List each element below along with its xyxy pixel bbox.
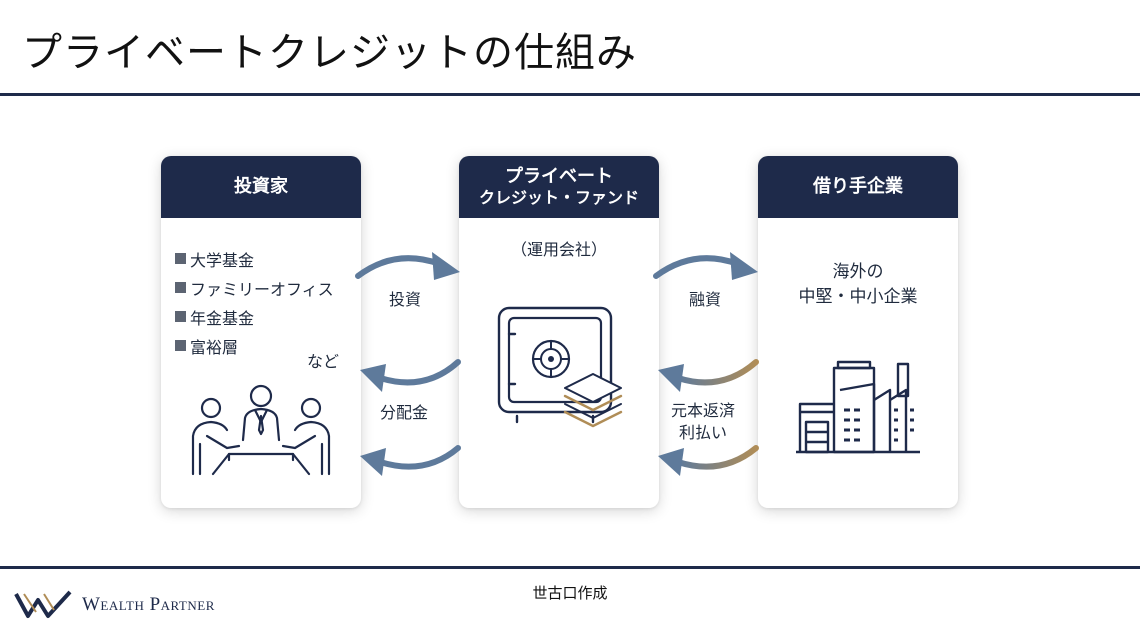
- repayment-label-line2: 利払い: [679, 422, 728, 442]
- footer-divider: [0, 566, 1140, 569]
- business-people-meeting-icon: [191, 384, 331, 476]
- distribution-arrow: [360, 445, 461, 476]
- investment-arrow: [355, 252, 460, 280]
- borrower-desc-line1: 海外の: [832, 262, 884, 282]
- safe-with-layers-icon: [497, 306, 623, 428]
- borrower-desc-line2: 中堅・中小企業: [798, 286, 918, 307]
- square-bullet-icon: [175, 282, 186, 293]
- header-divider: [0, 93, 1140, 96]
- investor-etc: など: [306, 352, 339, 371]
- distribution-arrow: [360, 359, 461, 392]
- list-item: ファミリーオフィス: [175, 273, 334, 302]
- brand-logo: Wealth Partner: [14, 590, 215, 620]
- factory-icon: [796, 360, 920, 454]
- wealth-partner-logo-icon: [14, 590, 72, 618]
- list-item-label: 富裕層: [190, 337, 239, 357]
- fund-header-line1: プライベート: [504, 165, 613, 187]
- investor-card-header: 投資家: [161, 156, 361, 218]
- financing-label: 融資: [689, 290, 722, 309]
- fund-card: プライベート クレジット・ファンド （運用会社）: [459, 156, 659, 508]
- repayment-label-line1: 元本返済: [671, 401, 736, 420]
- repayment-arrow: [658, 359, 759, 392]
- page-title: プライベートクレジットの仕組み: [22, 30, 637, 76]
- distribution-label: 分配金: [380, 403, 429, 422]
- square-bullet-icon: [175, 253, 186, 264]
- brand-name: Wealth Partner: [82, 594, 215, 615]
- investor-list: 大学基金 ファミリーオフィス 年金基金 富裕層: [175, 244, 334, 360]
- list-item-label: ファミリーオフィス: [190, 279, 334, 299]
- credit-text: 世古口作成: [532, 584, 608, 602]
- repayment-label: 元本返済 利払い: [671, 400, 735, 443]
- list-item: 大学基金: [175, 244, 334, 273]
- investment-label: 投資: [389, 290, 422, 309]
- list-item-label: 大学基金: [190, 250, 255, 270]
- list-item-label: 年金基金: [190, 308, 255, 328]
- borrower-description: 海外の 中堅・中小企業: [758, 260, 958, 309]
- fund-subtitle: （運用会社）: [510, 240, 607, 259]
- fund-header-line2: クレジット・ファンド: [478, 188, 639, 208]
- borrower-card: 借り手企業 海外の 中堅・中小企業: [758, 156, 958, 508]
- financing-arrow: [653, 252, 758, 280]
- square-bullet-icon: [175, 340, 186, 351]
- borrower-card-header: 借り手企業: [758, 156, 958, 218]
- square-bullet-icon: [175, 311, 186, 322]
- list-item: 年金基金: [175, 302, 334, 331]
- fund-card-header: プライベート クレジット・ファンド: [459, 156, 659, 218]
- repayment-arrow: [658, 445, 759, 476]
- investor-card: 投資家 大学基金 ファミリーオフィス 年金基金 富裕層 など: [161, 156, 361, 508]
- list-item: 富裕層: [175, 331, 334, 360]
